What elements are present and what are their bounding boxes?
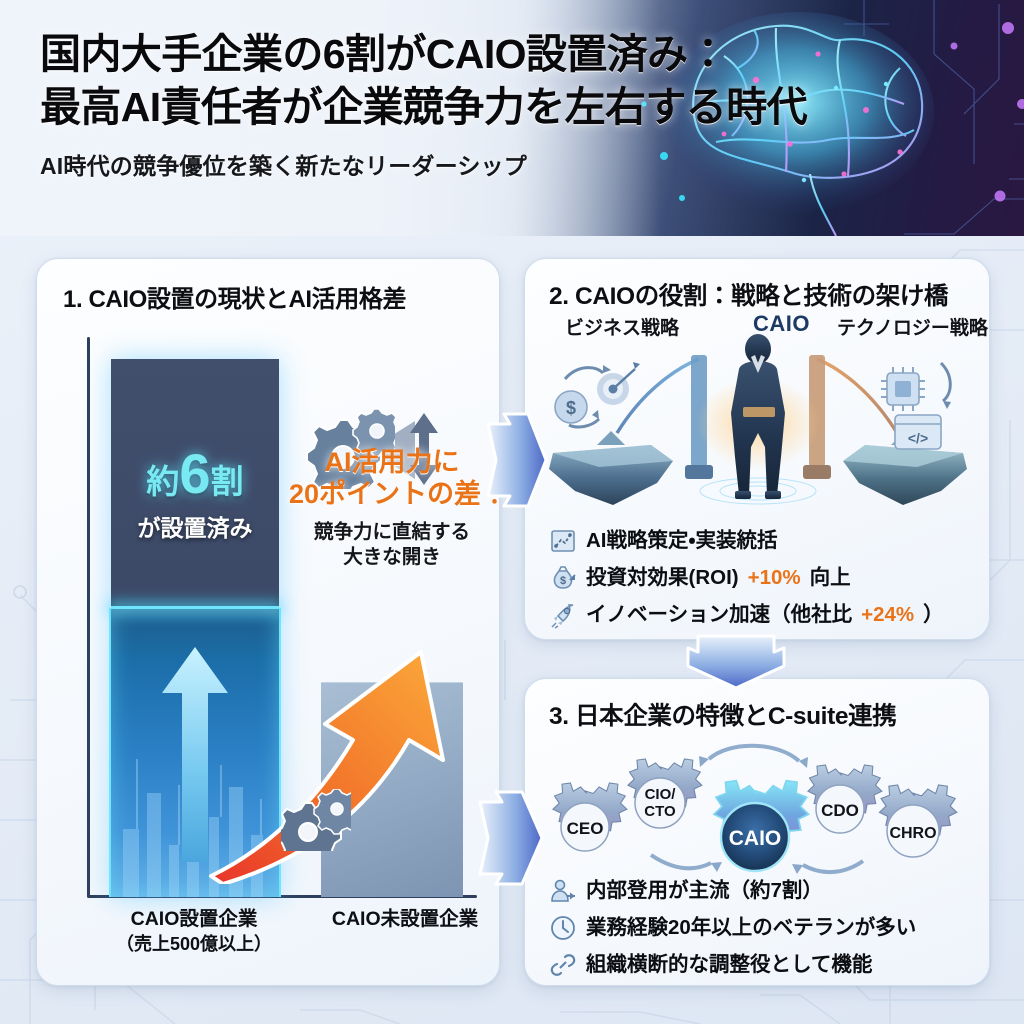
header-banner: 国内大手企業の6割がCAIO設置済み： 最高AI責任者が企業競争力を左右する時代… [0, 0, 1024, 236]
bar-caio-adopters-glow-frame [109, 608, 281, 897]
x-label-adopters-sub: （売上500億以上） [115, 933, 273, 954]
x-label-adopters: CAIO設置企業 （売上500億以上） [77, 907, 311, 956]
panel2-title: 2. CAIOの役割：戦略と技術の架け橋 [549, 283, 948, 310]
header-text-block: 国内大手企業の6割がCAIO設置済み： 最高AI責任者が企業競争力を左右する時代… [40, 28, 980, 181]
adoption-bar-chart: 約6割 が設置済み [59, 329, 479, 919]
bullet-internal-promotion: 内部登用が主流（約7割） [549, 877, 973, 905]
bullet-innovation: イノベーション加速（他社比 +24% ） [549, 601, 973, 629]
panel-caio-adoption: 1. CAIO設置の現状とAI活用格差 [36, 258, 500, 986]
orange-growth-arrow-icon [209, 650, 445, 884]
gap-callout-line2: 20ポイントの差！ [289, 478, 500, 509]
bullet-internal-promotion-text: 内部登用が主流（約7割） [586, 878, 823, 902]
label-technology-strategy: テクノロジー戦略 [837, 318, 988, 339]
gear-label-ceo: CEO [567, 819, 604, 838]
x-label-non-adopters: CAIO未設置企業 [305, 907, 499, 933]
header-subtitle: AI時代の競争優位を築く新たなリーダーシップ [40, 152, 527, 179]
growth-up-arrow-icon [162, 647, 228, 862]
gear-flow-arrows [649, 743, 865, 875]
adoption-stat: 約6割 が設置済み [111, 446, 279, 543]
bullet-roi-text-after: 向上 [809, 565, 851, 589]
bullet-ai-strategy-text: AI戦略策定・実装統括 [586, 528, 778, 552]
strategy-chart-icon [551, 530, 575, 552]
header-fade-overlay [0, 0, 660, 236]
gear-label-cdo: CDO [821, 801, 859, 820]
gap-note-line2: 大きな開き [343, 545, 441, 568]
bullet-cross-org-text: 組織横断的な調整役として機能 [586, 952, 873, 976]
bridge-illustration: $ [549, 334, 967, 505]
connector-arrow-panel2-to-panel3 [686, 634, 786, 690]
panel2-bullets: AI戦略策定・実装統括 $ 投資対効果(ROI) +10% 向上 イノベーション加… [549, 527, 973, 638]
svg-text:$: $ [560, 575, 566, 587]
header-title-line1: 国内大手企業の6割がCAIO設置済み： [40, 31, 729, 77]
gear-label-cio: CIO/ [645, 786, 677, 803]
bullet-veteran-experience-text: 業務経験20年以上のベテランが多い [586, 915, 917, 939]
rocket-icon [551, 604, 574, 629]
bullet-innovation-text: イノベーション加速（他社比 [586, 602, 853, 626]
gap-callout: AI活用力に 20ポイントの差！ 競争力に直結する 大きな開き [289, 447, 500, 570]
link-chain-icon [550, 954, 576, 976]
bar-caio-adopters-divider [111, 606, 279, 609]
svg-text:</>: </> [908, 430, 928, 446]
gear-label-caio: CAIO [729, 827, 782, 850]
header-title-line2: 最高AI責任者が企業競争力を左右する時代 [40, 84, 808, 131]
bullet-roi-text: 投資対効果(ROI) [586, 565, 739, 589]
label-business-strategy: ビジネス戦略 [565, 318, 680, 339]
csuite-gear-diagram: CEO CIO/ CTO CAIO CDO CHRO [552, 743, 958, 875]
panel-caio-role: 2. CAIOの役割：戦略と技術の架け橋 ビジネス戦略 CAIO テクノロジー戦… [524, 258, 990, 640]
panel-japan-csuite: 3. 日本企業の特徴とC-suite連携 CEO CIO/ [524, 678, 990, 986]
bullet-veteran-experience: 業務経験20年以上のベテランが多い [549, 914, 973, 942]
chart-x-axis [87, 895, 477, 898]
clock-icon [551, 916, 575, 940]
bullet-cross-org-coordination: 組織横断的な調整役として機能 [549, 951, 973, 979]
stat-suffix: 割 [210, 463, 244, 500]
panel3-title: 3. 日本企業の特徴とC-suite連携 [549, 703, 897, 730]
bullet-ai-strategy: AI戦略策定・実装統括 [549, 527, 973, 555]
label-caio-center: CAIO [753, 311, 810, 336]
bullet-roi-highlight: +10% [747, 565, 801, 589]
stat-prefix: 約 [146, 463, 180, 500]
gap-callout-line1: AI活用力に [324, 447, 460, 477]
x-label-non-adopters-main: CAIO未設置企業 [331, 908, 479, 930]
adoption-stat-caption: が設置済み [137, 515, 253, 541]
gear-cluster-icon [306, 409, 395, 489]
svg-text:$: $ [566, 398, 576, 418]
gear-label-cto: CTO [644, 803, 676, 820]
chart-y-axis [87, 337, 90, 897]
connector-arrow-panel1-to-panel3 [478, 790, 544, 886]
bullet-roi: $ 投資対効果(ROI) +10% 向上 [549, 564, 973, 592]
gap-updown-arrow-icon [410, 413, 438, 485]
panel1-title: 1. CAIO設置の現状とAI活用格差 [63, 286, 407, 313]
money-bag-icon: $ [553, 566, 576, 589]
person-promote-icon [551, 879, 575, 902]
adoption-stat-number-line: 約6割 [111, 446, 279, 503]
bullet-innovation-highlight: +24% [861, 602, 915, 626]
bullet-innovation-text-after: ） [923, 602, 944, 626]
panel3-bullets: 内部登用が主流（約7割） 業務経験20年以上のベテランが多い 組織横断的な調整役… [549, 877, 973, 985]
gap-note-line1: 競争力に直結する [313, 520, 470, 543]
connector-arrow-panel1-to-panel2 [486, 412, 548, 508]
gear-cluster-small-icon [281, 789, 351, 851]
stat-number: 6 [179, 442, 211, 505]
brain-network-icon [641, 0, 1024, 236]
gear-label-chro: CHRO [889, 825, 936, 842]
x-label-adopters-main: CAIO設置企業 [130, 908, 258, 930]
